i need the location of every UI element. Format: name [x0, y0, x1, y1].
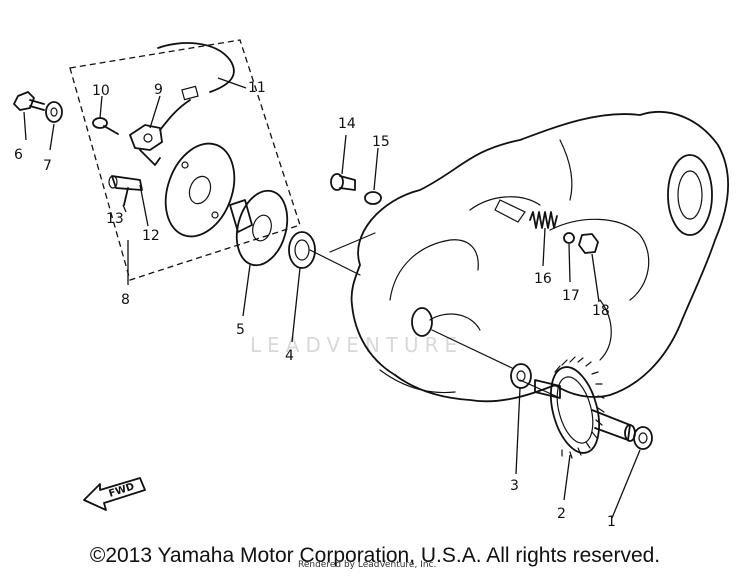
callout-7: 7 [43, 158, 52, 174]
contact-breaker [129, 124, 163, 166]
callout-17: 17 [562, 288, 580, 304]
fwd-arrow: FWD [83, 477, 146, 511]
washer-7 [45, 101, 63, 123]
rendered-by-credit: Rendered by LeadVenture, Inc. [298, 560, 437, 570]
callout-14: 14 [338, 116, 356, 132]
leader-lines [23, 77, 641, 519]
plug-18 [578, 233, 599, 254]
callout-13: 13 [106, 211, 124, 227]
callout-1: 1 [607, 514, 616, 530]
stator-assembly-box [69, 39, 301, 281]
callout-10: 10 [92, 83, 110, 99]
stator-plate [164, 142, 236, 238]
callout-12: 12 [142, 228, 160, 244]
callout-9: 9 [154, 82, 163, 98]
bolt-6 [13, 91, 45, 111]
rotor [229, 189, 289, 267]
axis-line-b [329, 232, 376, 253]
callout-6: 6 [14, 147, 23, 163]
axis-line-c [431, 329, 513, 369]
washer-3 [510, 363, 532, 389]
callout-numbers: 1 2 3 4 5 6 7 8 9 10 11 12 13 14 15 16 1… [14, 80, 616, 530]
callout-5: 5 [236, 322, 245, 338]
callout-2: 2 [557, 506, 566, 522]
axis-line-d [519, 379, 561, 399]
watermark: LEADVENTURE [250, 333, 463, 357]
callout-11: 11 [248, 80, 266, 96]
lead-wire [157, 42, 235, 131]
axis-line-a [309, 249, 361, 276]
gear-shaft [534, 356, 636, 459]
callout-16: 16 [534, 271, 552, 287]
screw-10 [92, 117, 119, 135]
condenser [108, 175, 143, 206]
callout-8: 8 [121, 292, 130, 308]
callout-4: 4 [285, 348, 294, 364]
callout-15: 15 [372, 134, 390, 150]
washer-15 [364, 191, 382, 205]
oil-seal [288, 231, 316, 269]
copyright-notice: ©2013 Yamaha Motor Corporation, U.S.A. A… [89, 544, 661, 567]
spring-16 [529, 211, 558, 229]
crankcase-cover [350, 110, 729, 403]
callout-18: 18 [592, 303, 610, 319]
bolt-14 [330, 173, 356, 191]
callout-3: 3 [510, 478, 519, 494]
washer-1 [633, 426, 653, 450]
ball-17 [563, 232, 575, 244]
